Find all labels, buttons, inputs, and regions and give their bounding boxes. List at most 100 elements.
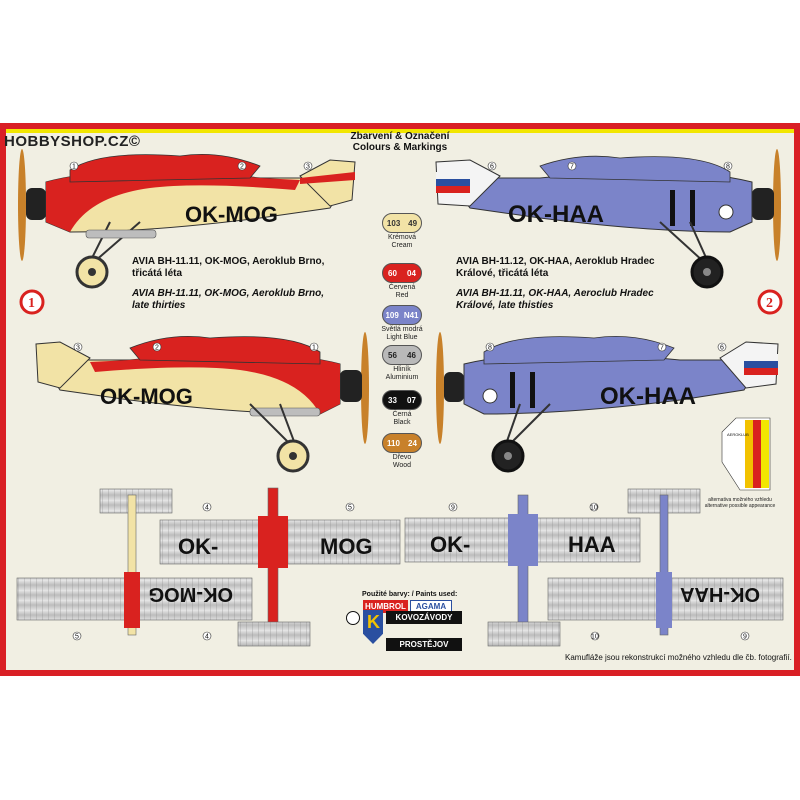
callout-10b: 10 — [591, 634, 599, 641]
tail-flag-blue — [744, 361, 778, 368]
wheel-hub — [289, 452, 297, 460]
swatch-code-a: 109 — [385, 310, 399, 320]
wheel-hub — [703, 268, 711, 276]
plan-view-mog-upper: OK- MOG — [159, 487, 401, 647]
callouts: 1 2 3 6 7 8 3 2 1 8 7 6 4 5 5 4 9 10 1 — [69, 161, 750, 641]
callout-marker — [202, 502, 212, 512]
callout-marker — [589, 502, 599, 512]
lower-wing-side — [85, 229, 157, 239]
engine — [26, 188, 46, 220]
swatch-label-cz: Dřevo — [392, 454, 412, 461]
swatch-code-a: 56 — [388, 350, 397, 360]
tail-flag-white — [436, 172, 470, 179]
callout-2: 2 — [240, 164, 244, 171]
badge-number: 1 — [28, 296, 35, 311]
prostejov-label: PROSTĚJOV — [386, 638, 462, 651]
tail-stripe-yellow2 — [761, 420, 769, 488]
upper-wing-side — [129, 335, 321, 365]
kovozavody-k-icon: K — [367, 612, 380, 632]
tail-flag-blue — [436, 179, 470, 186]
upper-wing-side — [483, 335, 675, 365]
engine — [752, 188, 774, 220]
swatch-label-en: Wood — [392, 462, 412, 469]
center-section — [258, 516, 288, 568]
badge-ring — [19, 289, 45, 315]
swatch-code-a: 60 — [388, 268, 397, 278]
wheel-hub — [88, 268, 96, 276]
callout-1: 1 — [72, 164, 76, 171]
callout-marker — [152, 342, 162, 352]
swatch-label-en: Black — [393, 419, 411, 426]
callout-marker — [303, 161, 313, 171]
badge-number: 2 — [766, 296, 773, 311]
callout-marker — [485, 342, 495, 352]
upper-wing-side — [69, 153, 261, 183]
club-emblem — [718, 204, 734, 220]
callout-marker — [567, 161, 577, 171]
wing-registration-left: OK- — [430, 532, 470, 557]
tail-text: AEROKLUB — [727, 432, 749, 437]
landing-gear-strut — [505, 403, 521, 445]
callout-marker — [237, 161, 247, 171]
alternative-note-en: alternative possible appearance — [704, 503, 776, 509]
black-stripe — [530, 372, 535, 408]
callout-3b: 3 — [76, 345, 80, 352]
callout-marker — [202, 631, 212, 641]
side-view-haa-right: OK-HAA — [435, 149, 781, 289]
callout-6: 6 — [490, 164, 494, 171]
plan-view-haa-underside: OK-HAA — [547, 488, 784, 636]
swatch-label-en: Red — [395, 292, 409, 299]
callout-9b: 9 — [743, 634, 747, 641]
footnote: Kamufláže jsou rekonstrukcí možného vzhl… — [565, 653, 792, 662]
scheme1-caption-en: AVIA BH-11.11, OK-MOG, Aeroklub Brno, la… — [132, 288, 325, 311]
callout-marker — [487, 161, 497, 171]
fuselage-red-band — [90, 353, 340, 414]
center-section — [508, 514, 538, 566]
landing-gear-strut-rear — [509, 403, 551, 445]
tailplane — [487, 621, 561, 647]
callout-1b: 1 — [312, 345, 316, 352]
callout-7b: 7 — [660, 345, 664, 352]
paints-used-label: Použité barvy: / Paints used: — [362, 591, 458, 598]
upper-wing-side — [539, 155, 731, 183]
swatch-code-a: 110 — [387, 438, 400, 448]
side-registration: OK-HAA — [508, 201, 604, 228]
side-view-haa-left: OK-HAA — [436, 332, 779, 473]
tail-fin — [35, 341, 91, 389]
callout-8: 8 — [726, 164, 730, 171]
swatch-code-a: 103 — [386, 218, 401, 228]
swatch-label-cz: Hliník — [393, 366, 411, 373]
swatch-code-b: 07 — [407, 395, 416, 405]
alternative-note: alternativa možného vzhledu alternative … — [700, 497, 780, 509]
callout-5b: 5 — [75, 634, 79, 641]
plan-view-mog-underside: OK-MOG — [16, 488, 253, 636]
callout-2b: 2 — [155, 345, 159, 352]
tail-stripe-red — [753, 420, 761, 488]
tail-flag-red — [436, 186, 470, 193]
swatch-label-cz: Černá — [392, 411, 412, 418]
side-view-mog-right: OK-MOG — [35, 332, 369, 473]
registered-mark — [346, 611, 360, 625]
humbrol-logo: HUMBROL — [363, 600, 408, 613]
callout-4b: 4 — [205, 634, 209, 641]
swatch-label-cz: Červená — [388, 284, 416, 291]
swatch-label-en: Aluminium — [385, 374, 419, 381]
kovozavody-shield — [363, 610, 383, 644]
callout-marker — [309, 342, 319, 352]
callout-marker — [723, 161, 733, 171]
callout-9: 9 — [451, 505, 455, 512]
swatch-code-b: 49 — [408, 218, 418, 228]
tail-fin — [299, 159, 356, 207]
wing-registration: OK-MOG — [149, 583, 233, 605]
callout-8b: 8 — [488, 345, 492, 352]
landing-gear-strut — [89, 221, 111, 263]
black-stripe — [690, 190, 695, 226]
